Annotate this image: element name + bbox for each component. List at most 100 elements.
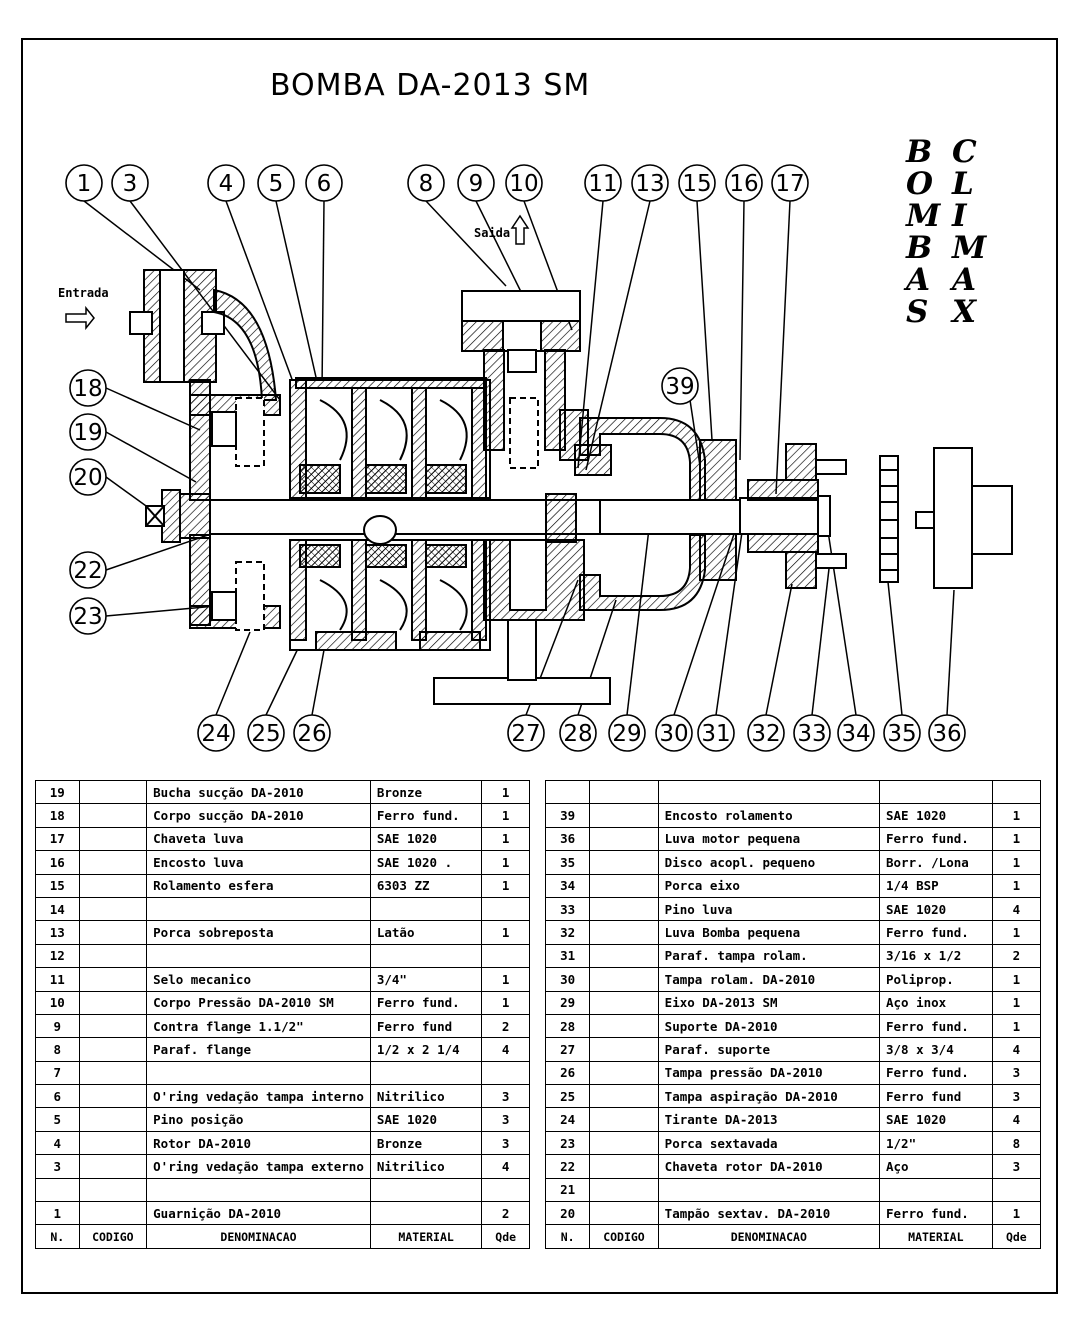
callout-17: 17 bbox=[775, 171, 804, 197]
cell-material: Ferro fund. bbox=[879, 1013, 993, 1039]
cell-codigo bbox=[78, 1037, 148, 1062]
cell-qde: 3 bbox=[991, 1154, 1042, 1179]
brand-letter: A bbox=[906, 262, 931, 298]
callout-23: 23 bbox=[73, 604, 102, 630]
callout-31: 31 bbox=[701, 721, 730, 747]
cell-denominacao: Contra flange 1.1/2" bbox=[146, 1013, 371, 1039]
cell-qde: 1 bbox=[991, 1201, 1042, 1226]
cell-n: 34 bbox=[544, 873, 591, 898]
cell-codigo bbox=[78, 896, 148, 922]
callout-23-circle bbox=[69, 597, 107, 635]
cell-codigo bbox=[589, 1201, 659, 1226]
leader-line bbox=[425, 200, 507, 287]
callout-36-circle bbox=[928, 714, 966, 752]
leader-line bbox=[765, 583, 793, 716]
callout-39-circle bbox=[661, 367, 699, 405]
callout-39: 39 bbox=[665, 374, 694, 400]
callout-28: 28 bbox=[563, 721, 592, 747]
brand-letter: C bbox=[952, 134, 977, 170]
cell-qde: 1 bbox=[991, 920, 1042, 945]
cell-qde: 3 bbox=[991, 1084, 1042, 1109]
leader-line bbox=[275, 200, 319, 387]
callout-35: 35 bbox=[887, 721, 916, 747]
cell-n: 15 bbox=[35, 873, 80, 898]
cell-denominacao: Pino luva bbox=[657, 896, 881, 922]
cell-codigo bbox=[589, 779, 659, 805]
cell-n: 32 bbox=[544, 920, 591, 945]
callout-9-circle bbox=[457, 164, 495, 202]
header-material: MATERIAL bbox=[879, 1224, 993, 1249]
cell-codigo bbox=[589, 1154, 659, 1179]
callout-1: 1 bbox=[77, 171, 92, 197]
cell-n: 10 bbox=[35, 990, 80, 1015]
cell-n: 20 bbox=[544, 1201, 591, 1226]
cell-denominacao: Eixo DA-2013 SM bbox=[657, 990, 881, 1015]
cell-qde bbox=[481, 943, 530, 969]
cell-codigo bbox=[78, 826, 148, 852]
callout-24-circle bbox=[197, 714, 235, 752]
cell-material bbox=[369, 896, 483, 922]
callout-36: 36 bbox=[932, 721, 961, 747]
cell-denominacao: Paraf. tampa rolam. bbox=[657, 943, 881, 969]
cell-denominacao: Tirante DA-2013 bbox=[657, 1107, 881, 1132]
cell-material: Ferro fund. bbox=[879, 920, 993, 945]
cell-material: SAE 1020 . bbox=[369, 850, 483, 875]
leader-line bbox=[825, 517, 857, 716]
callout-10-circle bbox=[505, 164, 543, 202]
cell-material: Nitrilico bbox=[369, 1084, 483, 1109]
cell-qde: 4 bbox=[991, 1107, 1042, 1132]
brand-letter: X bbox=[952, 294, 977, 330]
callout-29: 29 bbox=[612, 721, 641, 747]
cell-n: 27 bbox=[544, 1037, 591, 1062]
cell-denominacao: Selo mecanico bbox=[146, 967, 371, 992]
cell-material: Aço bbox=[879, 1154, 993, 1179]
cell-n: 19 bbox=[35, 779, 80, 805]
cell-n: 22 bbox=[544, 1154, 591, 1179]
callout-18: 18 bbox=[73, 376, 102, 402]
leader-line bbox=[105, 387, 201, 431]
cell-codigo bbox=[589, 920, 659, 945]
cell-n: 9 bbox=[35, 1013, 80, 1039]
callout-8-circle bbox=[407, 164, 445, 202]
cell-qde: 4 bbox=[991, 1037, 1042, 1062]
cell-n: 18 bbox=[35, 803, 80, 828]
callout-10: 10 bbox=[509, 171, 538, 197]
cell-codigo bbox=[589, 943, 659, 969]
suction-body bbox=[129, 269, 281, 631]
callout-3-circle bbox=[111, 164, 149, 202]
cell-n bbox=[35, 1177, 80, 1203]
callout-32-circle bbox=[747, 714, 785, 752]
cell-n: 3 bbox=[35, 1154, 80, 1179]
cell-n: 12 bbox=[35, 943, 80, 969]
cell-n: 24 bbox=[544, 1107, 591, 1132]
callout-19: 19 bbox=[73, 420, 102, 446]
cell-n: 8 bbox=[35, 1037, 80, 1062]
header-material: MATERIAL bbox=[369, 1224, 483, 1249]
cell-material bbox=[879, 779, 993, 805]
leader-line bbox=[105, 431, 197, 483]
brand-letter: O bbox=[906, 166, 934, 202]
cell-n: 13 bbox=[35, 920, 80, 945]
leader-line bbox=[775, 200, 791, 495]
cell-codigo bbox=[78, 1201, 148, 1226]
cell-material: SAE 1020 bbox=[879, 1107, 993, 1132]
leader-line bbox=[715, 531, 743, 716]
brand-letter: B bbox=[906, 134, 933, 170]
callout-27: 27 bbox=[511, 721, 540, 747]
leader-line bbox=[887, 581, 903, 716]
cell-qde bbox=[991, 779, 1042, 805]
